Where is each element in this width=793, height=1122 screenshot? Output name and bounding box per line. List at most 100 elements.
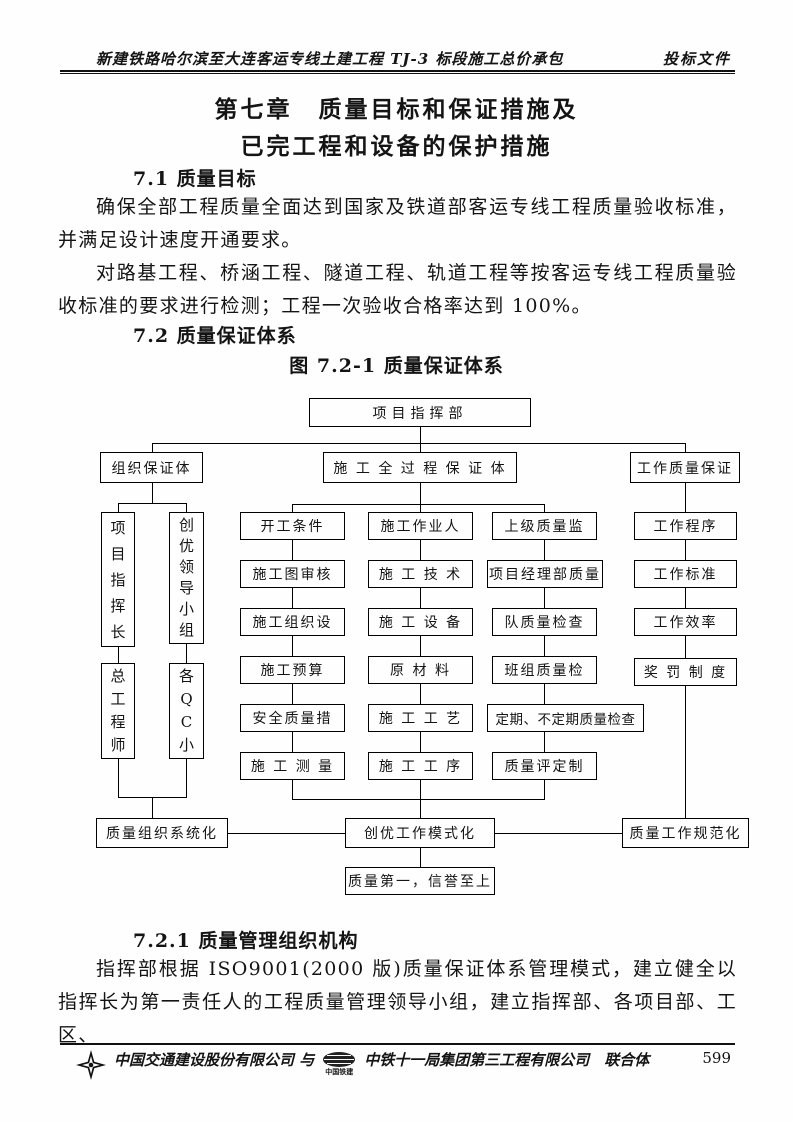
crcc-logo-icon [323, 1052, 356, 1067]
connector-line [228, 833, 345, 834]
connector-line [152, 797, 153, 818]
connector-line [118, 503, 119, 512]
node-colB-1: 施工作业人 [368, 512, 473, 540]
connector-line [420, 732, 421, 752]
quality-assurance-flowchart: 项目指挥部 组织保证体 施 工 全 过 程 保 证 体 工作质量保证 项 目 指… [0, 396, 793, 906]
node-colA-3: 施工组织设 [240, 608, 345, 636]
connector-line [685, 540, 686, 560]
node-quality-work-standardized: 质量工作规范化 [622, 818, 749, 848]
connector-line [420, 780, 421, 818]
node-colA-4: 施工预算 [240, 656, 345, 684]
paragraph-7-1-b: 对路基工程、桥涵工程、隧道工程、轨道工程等按客运专线工程质量验收标准的要求进行检… [58, 262, 737, 317]
connector-line [186, 503, 187, 512]
connector-line [685, 443, 686, 452]
connector-line [292, 504, 545, 505]
connector-line [544, 588, 545, 608]
connector-line [544, 504, 545, 512]
connector-line [544, 732, 545, 752]
connector-line [152, 483, 153, 503]
node-colC-5: 定期、不定期质量检查 [487, 704, 644, 732]
connector-line [292, 799, 545, 800]
connector-line [420, 848, 421, 867]
crcc-logo: 中国铁建 [322, 1051, 356, 1076]
connector-line [685, 588, 686, 608]
node-colB-6: 施 工 工 序 [368, 752, 473, 780]
connector-line [292, 504, 293, 512]
node-colB-3: 施 工 设 备 [368, 608, 473, 636]
figure-caption: 图 7.2-1 质量保证体系 [289, 355, 504, 377]
footer: 中国交通建设股份有限公司 与 中国铁建 中铁十一局集团第三工程有限公司 联合体 [76, 1049, 649, 1084]
node-colA-6: 施 工 测 量 [240, 752, 345, 780]
connector-line [420, 684, 421, 704]
node-chief-engineer: 总 工 程 师 [101, 663, 135, 759]
header-right-label: 投标文件 [662, 50, 731, 68]
cccc-compass-logo-icon [76, 1050, 106, 1084]
footer-company2: 中铁十一局集团第三工程有限公司 联合体 [364, 1051, 650, 1069]
chapter-title-line2: 已完工程和设备的保护措施 [240, 133, 553, 160]
connector-line [420, 443, 421, 452]
connector-line [420, 540, 421, 560]
paragraph-7-2-1: 指挥部根据 ISO9001(2000 版)质量保证体系管理模式，建立健全以指挥长… [58, 958, 737, 1046]
node-work-quality-assurance: 工作质量保证 [630, 452, 740, 483]
connector-line [685, 636, 686, 658]
connector-line [118, 503, 187, 504]
node-colD-3: 工作效率 [634, 608, 737, 636]
connector-line [118, 759, 119, 797]
node-colC-6: 质量评定制 [492, 752, 597, 780]
node-process-assurance: 施 工 全 过 程 保 证 体 [323, 452, 517, 483]
connector-line [420, 588, 421, 608]
header-double-rule [60, 70, 735, 74]
node-quality-org-systematic: 质量组织系统化 [96, 818, 228, 848]
heading-7-2-1: 7.2.1 质量管理组织机构 [133, 930, 359, 952]
node-colD-1: 工作程序 [634, 512, 737, 540]
heading-7-1: 7.1 质量目标 [133, 168, 257, 190]
connector-line [420, 483, 421, 504]
node-colC-3: 队质量检查 [492, 608, 597, 636]
connector-line [420, 504, 421, 512]
crcc-logo-caption: 中国铁建 [325, 1067, 354, 1076]
node-colC-4: 班组质量检 [492, 656, 597, 684]
footer-rule [60, 1043, 735, 1045]
connector-line [186, 759, 187, 797]
connector-line [685, 686, 686, 818]
connector-line [292, 636, 293, 656]
node-project-hq: 项目指挥部 [309, 398, 531, 427]
connector-line [152, 443, 686, 444]
node-colA-2: 施工图审核 [240, 560, 345, 588]
connector-line [495, 833, 622, 834]
node-colA-1: 开工条件 [240, 512, 345, 540]
node-excellence-leading-group: 创 优 领 导 小 组 [169, 512, 204, 644]
node-colA-5: 安全质量措 [240, 704, 345, 732]
connector-line [292, 540, 293, 560]
node-motto: 质量第一，信誉至上 [345, 867, 495, 895]
heading-7-2: 7.2 质量保证体系 [133, 325, 297, 347]
connector-line [544, 780, 545, 799]
connector-line [118, 647, 119, 663]
connector-line [420, 427, 421, 443]
node-colD-2: 工作标准 [634, 560, 737, 588]
node-colB-4: 原 材 料 [368, 656, 473, 684]
chapter-title-line1: 第七章 质量目标和保证措施及 [214, 96, 579, 123]
connector-line [292, 588, 293, 608]
node-colD-4: 奖 罚 制 度 [634, 658, 737, 686]
connector-line [544, 684, 545, 704]
connector-line [420, 636, 421, 656]
connector-line [685, 483, 686, 512]
connector-line [292, 684, 293, 704]
paragraph-7-1-a: 确保全部工程质量全面达到国家及铁道部客运专线工程质量验收标准，并满足设计速度开通… [58, 196, 737, 251]
node-qc-groups: 各 Q C 小 [169, 663, 204, 759]
node-colB-2: 施 工 技 术 [368, 560, 473, 588]
connector-line [186, 644, 187, 663]
node-colB-5: 施 工 工 艺 [368, 704, 473, 732]
node-excellence-work-mode: 创优工作模式化 [345, 818, 495, 848]
node-org-assurance: 组织保证体 [100, 452, 203, 483]
node-project-commander: 项 目 指 挥 长 [101, 512, 135, 647]
header-left-title: 新建铁路哈尔滨至大连客运专线土建工程 TJ-3 标段施工总价承包 [96, 50, 564, 68]
page-number: 599 [702, 1049, 731, 1067]
connector-line [544, 540, 545, 560]
connector-line [292, 732, 293, 752]
node-colC-1: 上级质量监 [492, 512, 597, 540]
connector-line [544, 636, 545, 656]
connector-line [292, 780, 293, 799]
